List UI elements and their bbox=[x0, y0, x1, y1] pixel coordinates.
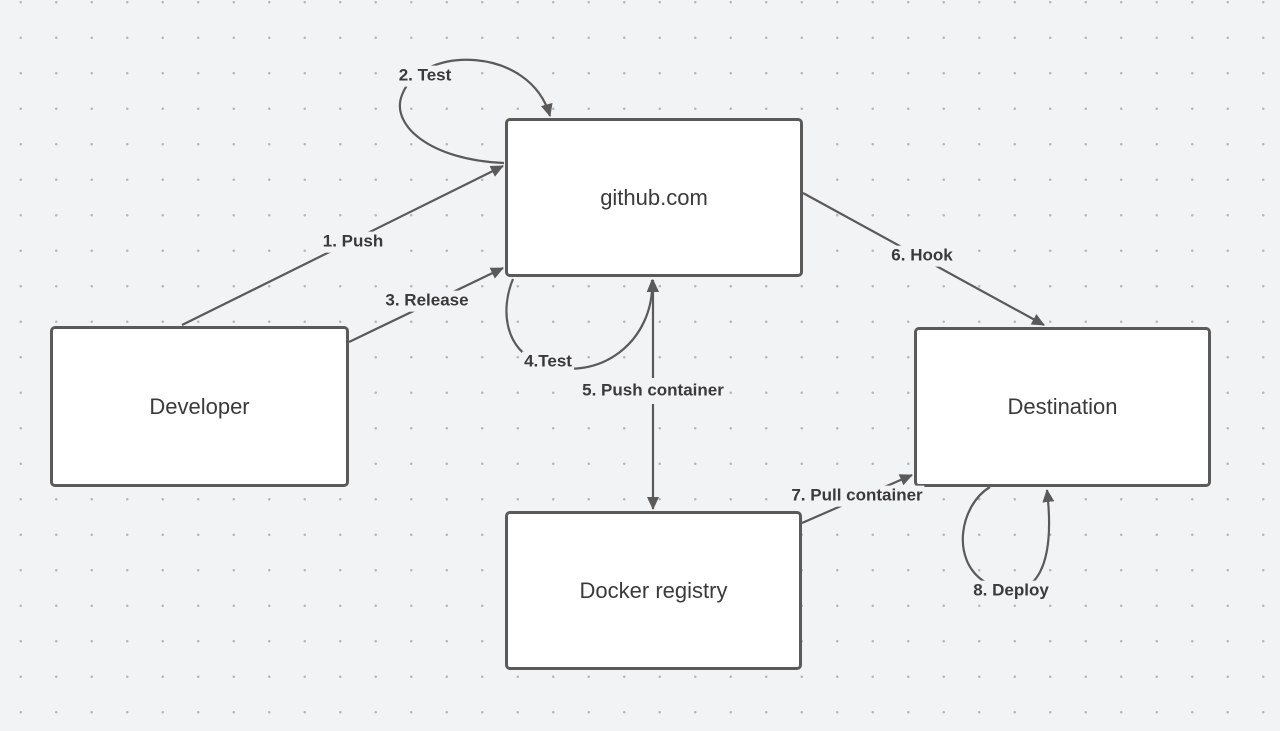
node-developer-label: Developer bbox=[149, 393, 250, 419]
edge-label-hook: 6. Hook bbox=[889, 245, 955, 267]
node-destination-label: Destination bbox=[1007, 394, 1118, 419]
node-github: github.com bbox=[505, 118, 803, 277]
node-destination: Destination bbox=[914, 327, 1211, 487]
edge-test-1 bbox=[398, 58, 553, 165]
edge-label-release: 3. Release bbox=[383, 290, 471, 312]
node-docker-registry-label: Docker registry bbox=[579, 577, 728, 603]
node-github-label: github.com bbox=[600, 184, 708, 210]
node-docker-registry: Docker registry bbox=[505, 511, 802, 670]
node-developer: Developer bbox=[50, 326, 349, 487]
edge-label-test-1: 2. Test bbox=[396, 65, 454, 87]
edge-deploy bbox=[961, 486, 1055, 591]
edge-label-deploy: 8. Deploy bbox=[971, 580, 1051, 602]
edge-label-pull-container: 7. Pull container bbox=[789, 485, 925, 507]
edge-label-push: 1. Push bbox=[320, 231, 386, 253]
edge-label-test-2: 4.Test bbox=[522, 351, 574, 373]
edge-label-push-container: 5. Push container bbox=[580, 380, 726, 402]
